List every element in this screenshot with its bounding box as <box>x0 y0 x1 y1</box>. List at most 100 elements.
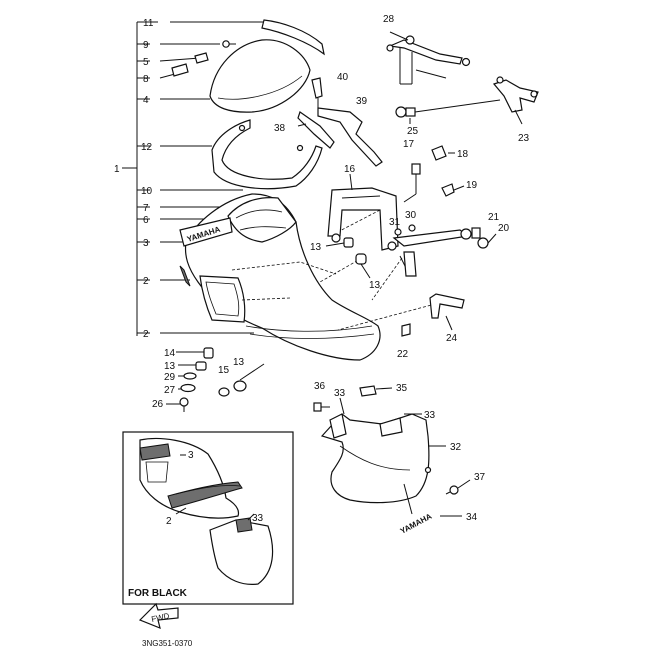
label-39: 39 <box>356 96 368 107</box>
label-30: 30 <box>405 210 417 221</box>
inset-label-33: 33 <box>252 513 264 524</box>
label-4: 4 <box>143 95 149 106</box>
stay-rod-part-21 <box>392 227 481 277</box>
bolt-part-26 <box>179 397 189 412</box>
label-14: 14 <box>164 348 176 359</box>
emblem-part-8 <box>171 63 189 77</box>
label-21: 21 <box>488 212 500 223</box>
bolt-part-19 <box>441 183 465 197</box>
label-12: 12 <box>141 142 153 153</box>
bolt-part-17 <box>403 163 421 203</box>
callout-labels: 11 9 5 8 4 12 1 10 7 6 3 2 2 28 40 39 38… <box>114 14 530 527</box>
label-23: 23 <box>518 133 530 144</box>
bolt-part-36 <box>313 402 330 412</box>
connection-line <box>337 299 451 331</box>
nut-part-18 <box>431 145 455 161</box>
inner-trim-part-12 <box>211 119 323 190</box>
washer-part-27 <box>180 383 196 393</box>
cowling-accent <box>179 265 191 287</box>
label-25: 25 <box>407 126 419 137</box>
label-22: 22 <box>397 349 409 360</box>
grommet-part-13 <box>195 361 207 371</box>
label-1: 1 <box>114 164 120 175</box>
label-19: 19 <box>466 180 478 191</box>
bolt-part-40 <box>311 77 323 110</box>
grommet-part-13 <box>233 380 247 392</box>
label-35: 35 <box>396 383 408 394</box>
top-trim-part-11 <box>261 19 325 56</box>
label-33-upper: 33 <box>334 388 346 399</box>
leader-line <box>487 233 497 244</box>
screw-icon <box>296 144 304 152</box>
inset-label-2: 2 <box>166 516 172 527</box>
label-38: 38 <box>274 123 286 134</box>
label-36: 36 <box>314 381 326 392</box>
collar-part-14 <box>203 347 214 359</box>
clip-part-22 <box>401 323 411 337</box>
inset-for-black <box>122 431 294 605</box>
label-18: 18 <box>457 149 469 160</box>
stay-assembly-part-16 <box>327 173 399 251</box>
label-10: 10 <box>141 186 153 197</box>
washer-part-20 <box>477 237 489 249</box>
bracket-part-39 <box>317 107 383 167</box>
screw-part-31 <box>394 228 402 236</box>
label-2-lower: 2 <box>143 329 149 340</box>
label-20: 20 <box>498 223 510 234</box>
label-11: 11 <box>143 18 154 29</box>
label-9: 9 <box>143 40 149 51</box>
mirror-stay-part-23 <box>492 76 539 125</box>
label-2-upper: 2 <box>143 276 149 287</box>
lower-cowling-brand-text: YAMAHA <box>399 512 434 536</box>
label-5: 5 <box>143 57 149 68</box>
leader-line <box>375 387 393 390</box>
screw-part-9 <box>222 40 236 48</box>
emblem-part-5 <box>194 52 209 64</box>
label-17: 17 <box>403 139 415 150</box>
label-13-upper-right: 13 <box>369 280 381 291</box>
forward-arrow-label: FWD <box>151 611 171 624</box>
label-15: 15 <box>218 365 230 376</box>
label-31: 31 <box>389 217 401 228</box>
bracket-part-38 <box>297 111 335 149</box>
grommet-part-13 <box>355 253 367 265</box>
inset-label-3: 3 <box>188 450 194 461</box>
label-40: 40 <box>337 72 349 83</box>
leader-line <box>339 397 345 415</box>
label-13-upper-left: 13 <box>310 242 322 253</box>
label-27: 27 <box>164 385 176 396</box>
screw-part-30 <box>408 224 416 232</box>
label-16: 16 <box>344 164 356 175</box>
leader-line <box>325 242 345 247</box>
leader-line <box>403 483 413 515</box>
label-29: 29 <box>164 372 176 383</box>
leader-line <box>239 363 265 381</box>
label-37: 37 <box>474 472 486 483</box>
grommet-part-13 <box>343 237 354 248</box>
screw-icon <box>238 124 246 132</box>
connection-line <box>371 257 403 301</box>
label-13-lower-left: 13 <box>164 361 176 372</box>
figure-code: 3NG351-0370 <box>142 639 193 648</box>
upper-cowling-part-2 <box>179 193 381 361</box>
label-3: 3 <box>143 238 149 249</box>
windscreen-part-4 <box>209 39 311 113</box>
label-26: 26 <box>152 399 164 410</box>
label-34: 34 <box>466 512 478 523</box>
bolt-part-37 <box>445 479 471 495</box>
label-7: 7 <box>143 203 149 214</box>
inset-title: FOR BLACK <box>128 588 188 599</box>
pad-part-35 <box>359 385 377 397</box>
collar-part-15 <box>218 387 230 397</box>
bracket-part-24 <box>429 293 465 331</box>
label-33-lower: 33 <box>424 410 436 421</box>
label-13-lower-right: 13 <box>233 357 245 368</box>
leader-line <box>297 123 307 127</box>
label-28: 28 <box>383 14 395 25</box>
forward-arrow-icon <box>138 602 179 629</box>
leader-line <box>360 263 371 279</box>
washer-part-29 <box>183 372 197 380</box>
lower-cowling-part-32 <box>320 413 432 504</box>
label-8: 8 <box>143 74 149 85</box>
